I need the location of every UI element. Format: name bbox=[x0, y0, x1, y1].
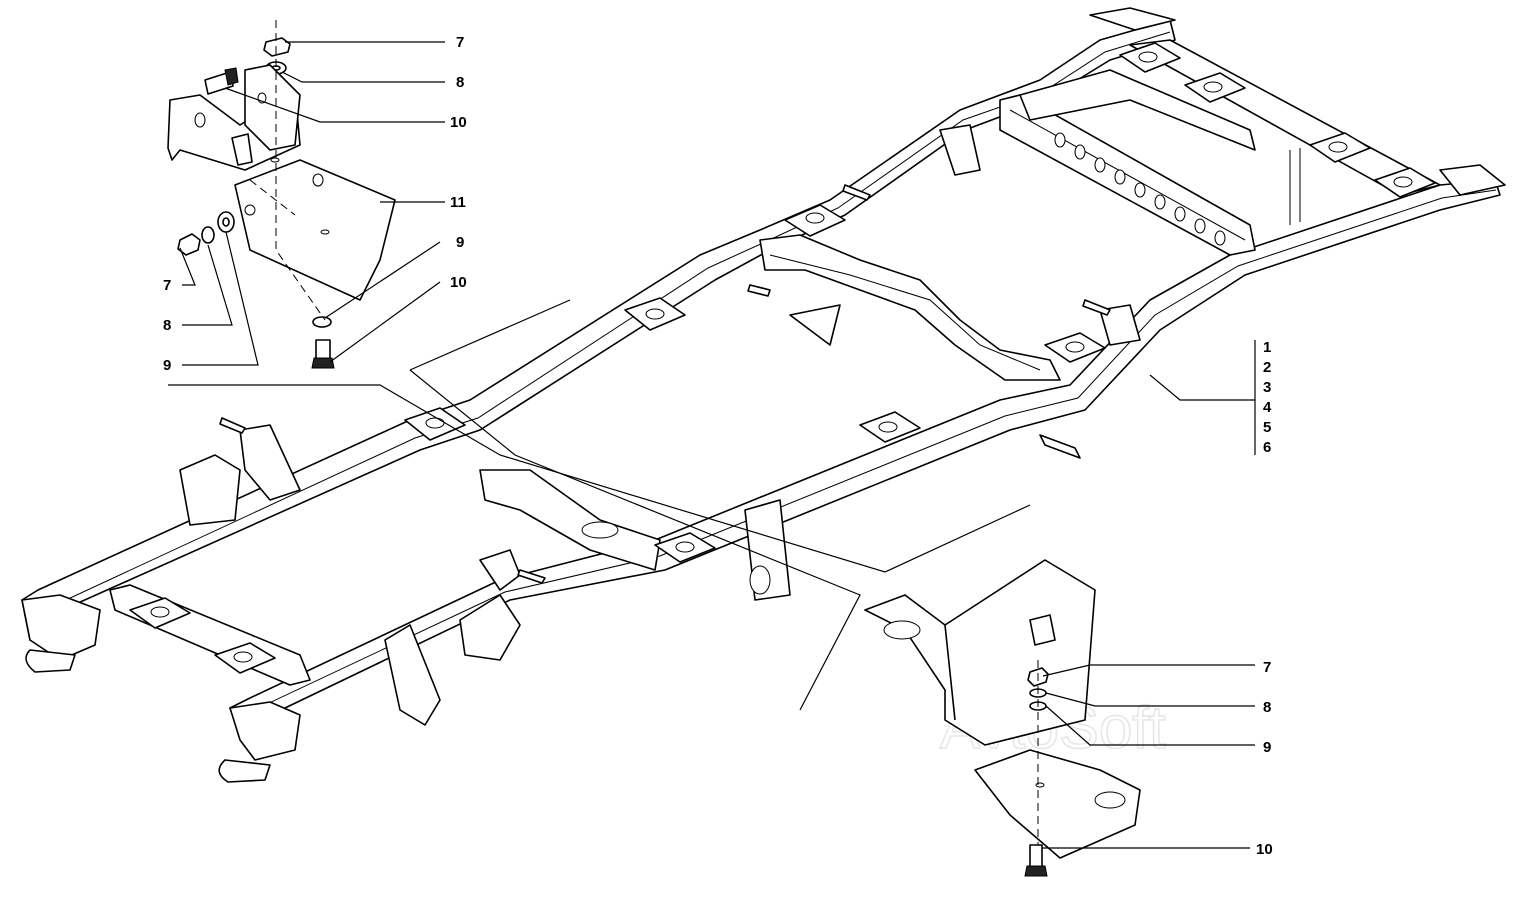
chassis-frame bbox=[21, 7, 1506, 783]
callout-8-bottom: 8 bbox=[1263, 699, 1271, 716]
callout-2: 2 bbox=[1263, 359, 1271, 376]
callout-9-top: 9 bbox=[456, 234, 464, 251]
exploded-detail-top-left bbox=[167, 20, 396, 369]
frame-bolts bbox=[219, 184, 1111, 584]
callout-8-top: 8 bbox=[456, 74, 464, 91]
callout-7-left: 7 bbox=[163, 277, 171, 294]
callout-10-bottom: 10 bbox=[1256, 841, 1273, 858]
exploded-detail-bottom-right bbox=[864, 559, 1141, 877]
callout-10-top: 10 bbox=[450, 114, 467, 131]
callout-5: 5 bbox=[1263, 419, 1271, 436]
crossmember-holes bbox=[1054, 132, 1226, 246]
callout-6: 6 bbox=[1263, 439, 1271, 456]
callout-4: 4 bbox=[1263, 399, 1272, 416]
callout-1: 1 bbox=[1263, 339, 1271, 356]
nut-icon bbox=[263, 37, 291, 57]
callout-labels: 7 8 10 11 9 10 7 8 9 1 2 3 4 5 6 7 8 9 1… bbox=[163, 34, 1273, 858]
callout-11-top: 11 bbox=[450, 194, 466, 211]
callout-8-left: 8 bbox=[163, 317, 171, 334]
callout-9-left: 9 bbox=[163, 357, 171, 374]
callout-9-bottom: 9 bbox=[1263, 739, 1271, 756]
body-mount-pads bbox=[129, 42, 1436, 674]
callout-10-lower: 10 bbox=[450, 274, 467, 291]
callout-7-top: 7 bbox=[456, 34, 464, 51]
leader-lines bbox=[168, 41, 1256, 849]
callout-7-bottom: 7 bbox=[1263, 659, 1271, 676]
callout-3: 3 bbox=[1263, 379, 1271, 396]
